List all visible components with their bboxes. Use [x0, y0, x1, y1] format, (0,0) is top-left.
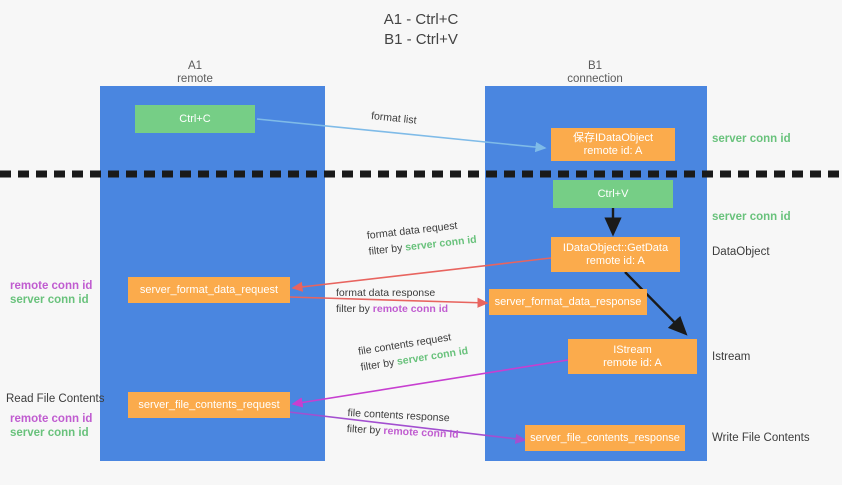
- right-label-server-conn-id-top: server conn id: [712, 132, 791, 146]
- lane-header-a1-name: A1: [187, 60, 203, 72]
- edge-label-format-list-text: format list: [370, 109, 418, 127]
- right-label-dataobject: DataObject: [712, 245, 770, 259]
- left-label-read-file-contents: Read File Contents: [6, 392, 104, 406]
- page-title: A1 - Ctrl+C B1 - Ctrl+V: [383, 11, 459, 48]
- edge-label-format-list: format list: [370, 108, 418, 129]
- remote-conn-id-token: remote conn id: [383, 424, 459, 441]
- edge-label-format-data-response: format data response filter by remote co…: [336, 285, 448, 317]
- node-server-file-contents-response[interactable]: server_file_contents_response: [525, 425, 685, 451]
- filter-prefix: filter by: [346, 422, 384, 437]
- node-istream-line1: IStream: [613, 343, 652, 356]
- edge-label-format-data-request: format data request filter by server con…: [366, 216, 477, 260]
- lane-header-a1-sub: remote: [177, 73, 213, 85]
- node-ctrl-v-line1: Ctrl+V: [597, 187, 629, 200]
- right-label-write-file-contents-text: Write File Contents: [712, 432, 810, 444]
- node-server-format-data-request-label: server_format_data_request: [139, 283, 279, 296]
- filter-prefix: filter by: [368, 241, 406, 258]
- left-label-remote-conn-id: remote conn id: [10, 413, 93, 425]
- left-label-server-conn-id: server conn id: [10, 427, 89, 439]
- node-server-file-contents-request-label: server_file_contents_request: [138, 398, 280, 411]
- filter-prefix: filter by: [359, 356, 399, 374]
- phase-divider: [0, 170, 842, 178]
- node-server-file-contents-response-label: server_file_contents_response: [530, 431, 680, 444]
- node-istream-line2: remote id: A: [603, 356, 662, 369]
- left-label-server-conn-id: server conn id: [10, 294, 89, 306]
- node-ole-idataobject[interactable]: 保存IDataObject remote id: A: [551, 128, 675, 161]
- right-label-server-conn-id-mid-text: server conn id: [712, 211, 791, 223]
- right-label-istream-text: Istream: [712, 351, 751, 363]
- right-label-dataobject-text: DataObject: [712, 246, 770, 258]
- lane-header-b1-name: B1: [587, 60, 603, 72]
- left-label-format-conn-ids: remote conn id server conn id: [10, 279, 92, 307]
- filter-prefix: filter by: [336, 303, 373, 315]
- lane-header-a1: A1 remote: [130, 60, 260, 86]
- remote-conn-id-token: remote conn id: [372, 303, 449, 315]
- node-ctrl-v[interactable]: Ctrl+V: [553, 180, 673, 208]
- node-ctrl-c[interactable]: Ctrl+C: [135, 105, 255, 133]
- node-server-format-data-response-label: server_format_data_response: [494, 295, 642, 308]
- edge-label-file-contents-request: file contents request filter by server c…: [357, 327, 469, 376]
- node-getdata-line1: IDataObject::GetData: [562, 241, 669, 254]
- edge-label-format-data-response-line1: format data response: [336, 287, 436, 299]
- right-label-server-conn-id-mid: server conn id: [712, 210, 791, 224]
- lane-header-b1-sub: connection: [567, 73, 623, 85]
- node-getdata-line2: remote id: A: [586, 254, 645, 267]
- node-getdata[interactable]: IDataObject::GetData remote id: A: [551, 237, 680, 272]
- left-label-file-conn-ids: remote conn id server conn id: [10, 412, 92, 440]
- node-ole-idataobject-line1: 保存IDataObject: [572, 131, 654, 144]
- left-label-read-file-contents-text: Read File Contents: [6, 393, 105, 405]
- node-server-file-contents-request[interactable]: server_file_contents_request: [128, 392, 290, 418]
- edge-label-format-data-response-line2: filter by remote conn id: [336, 301, 448, 317]
- node-ctrl-c-line1: Ctrl+C: [179, 112, 211, 125]
- right-label-istream: Istream: [712, 350, 750, 364]
- node-server-format-data-response[interactable]: server_format_data_response: [489, 289, 647, 315]
- right-label-write-file-contents: Write File Contents: [712, 431, 810, 445]
- right-label-server-conn-id-top-text: server conn id: [712, 133, 791, 145]
- lane-header-b1: B1 connection: [530, 60, 660, 86]
- node-server-format-data-request[interactable]: server_format_data_request: [128, 277, 290, 303]
- left-label-remote-conn-id: remote conn id: [10, 280, 93, 292]
- edge-label-file-contents-response: file contents response filter by remote …: [346, 405, 460, 443]
- node-ole-idataobject-line2: remote id: A: [583, 144, 643, 157]
- node-istream[interactable]: IStream remote id: A: [568, 339, 697, 374]
